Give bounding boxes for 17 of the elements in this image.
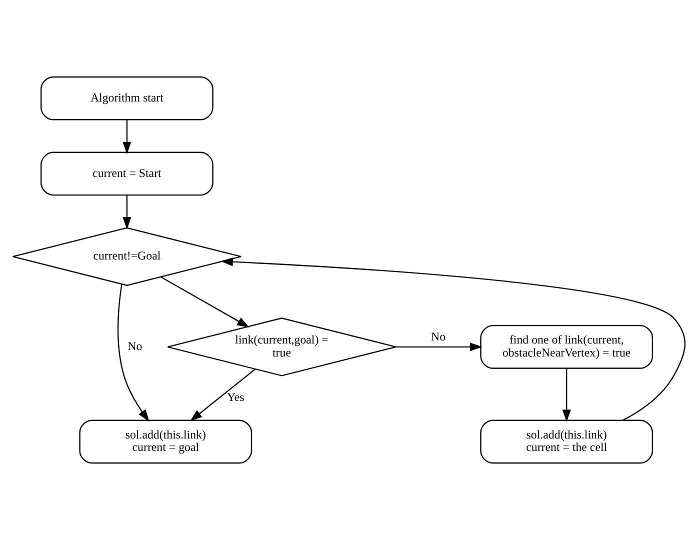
arrow [562,368,571,422]
arrow [220,258,686,421]
node-box: current = Start [40,152,214,196]
arrow [190,368,256,422]
node-box: Algorithm start [40,76,214,120]
arrow [118,284,150,422]
arrow [122,120,132,154]
node-diamond: current!=Goal [12,227,242,286]
edge-label: Yes [226,390,244,404]
arrow [122,195,132,230]
arrow [160,276,250,328]
edge-label: No [128,338,142,353]
arrow [396,342,482,352]
node-box: sol.add(this.link) current = goal [79,420,252,464]
edge-label: No [431,330,446,344]
node-box: find one of link(current, obstacleNearVertex) = true [480,324,654,369]
node-box: sol.add(this.link) current = the cell [480,420,654,464]
